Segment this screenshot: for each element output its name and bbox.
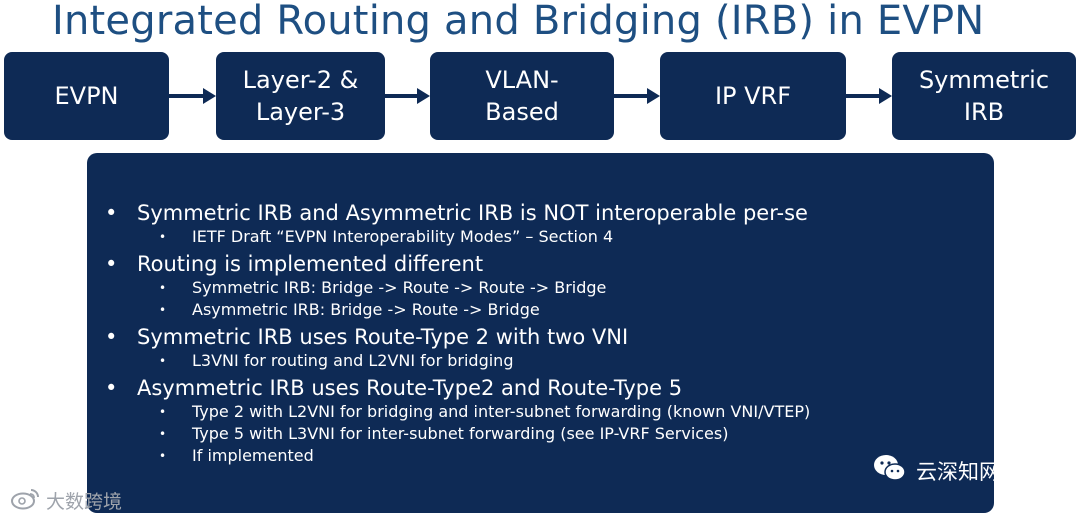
flow-step-layer2-layer3: Layer-2 & Layer-3 [216, 52, 385, 140]
watermark-left: 大数跨境 [10, 486, 122, 515]
arrow-right-icon [846, 84, 892, 108]
wechat-icon [872, 453, 908, 488]
arrow-right-icon [169, 84, 216, 108]
weibo-icon [10, 486, 40, 515]
flow-step-ip-vrf: IP VRF [660, 52, 846, 140]
sub-bullet-item: Type 5 with L3VNI for inter-subnet forwa… [105, 423, 985, 445]
sub-bullet-item: Type 2 with L2VNI for bridging and inter… [105, 401, 985, 423]
sub-bullet-item: If implemented [105, 445, 985, 467]
arrow-right-icon [614, 84, 660, 108]
watermark-left-text: 大数跨境 [46, 491, 123, 513]
watermark-right: 云深知网络 [872, 453, 1021, 488]
flow-step-evpn: EVPN [4, 52, 169, 140]
watermark-right-text: 云深知网络 [916, 459, 1021, 484]
bullet-item: Symmetric IRB uses Route-Type 2 with two… [105, 324, 985, 350]
flow-step-symmetric-irb: Symmetric IRB [892, 52, 1076, 140]
bullet-item: Asymmetric IRB uses Route-Type2 and Rout… [105, 375, 985, 401]
sub-bullet-item: Symmetric IRB: Bridge -> Route -> Route … [105, 277, 985, 299]
sub-bullet-item: L3VNI for routing and L2VNI for bridging [105, 350, 985, 372]
flow-step-vlan-based: VLAN- Based [430, 52, 614, 140]
sub-bullet-item: IETF Draft “EVPN Interoperability Modes”… [105, 226, 985, 248]
bullet-list: Symmetric IRB and Asymmetric IRB is NOT … [105, 200, 985, 467]
page-title: Integrated Routing and Bridging (IRB) in… [52, 0, 985, 44]
arrow-right-icon [385, 84, 430, 108]
sub-bullet-item: Asymmetric IRB: Bridge -> Route -> Bridg… [105, 299, 985, 321]
bullet-item: Symmetric IRB and Asymmetric IRB is NOT … [105, 200, 985, 226]
bullet-item: Routing is implemented different [105, 251, 985, 277]
